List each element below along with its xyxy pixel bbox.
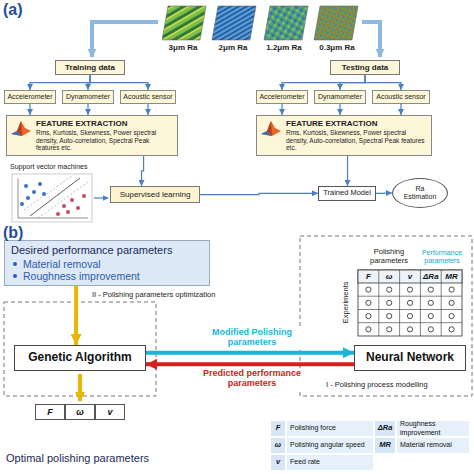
sample-label: 0.3μm Ra: [310, 43, 364, 52]
node-title: Dynamometer: [66, 93, 110, 101]
connector-arrow: [147, 104, 148, 115]
connector-arrow: [200, 193, 318, 194]
node-title: Desired performance parameters: [11, 244, 172, 257]
node-text: Roughness improvement: [23, 270, 140, 282]
sample-label: 2μm Ra: [210, 43, 256, 52]
algorithm-box: Genetic Algorithm: [14, 345, 146, 371]
connector-arrow: [400, 104, 401, 115]
software-icon: [10, 119, 32, 137]
sensor-box: Acoustic sensor: [120, 90, 176, 104]
goal-box: Desired performance parametersMaterial r…: [4, 240, 210, 286]
sensor-box: Accelerometer: [256, 90, 308, 104]
arrow-label: Predicted performance parameters: [190, 369, 314, 389]
node-title: Accelerometer: [7, 93, 52, 101]
connector-arrow: [74, 286, 78, 345]
figure-label: Support vector machines: [10, 163, 130, 171]
connector-arrow: [87, 104, 88, 115]
process-box: Supervised learning: [110, 186, 200, 203]
connector-arrow: [282, 75, 365, 90]
sensor-box: Dynamometer: [62, 90, 114, 104]
table-cell: ΔRa: [374, 420, 396, 437]
sensor-box: Dynamometer: [314, 90, 366, 104]
table-cell: F: [358, 270, 379, 283]
table-cell: v: [270, 454, 286, 471]
model-box: Trained Model: [318, 186, 376, 201]
sensor-box: Accelerometer: [4, 90, 56, 104]
connector-arrow: [142, 156, 144, 186]
table-cell: Polishing angular speed: [286, 437, 374, 454]
table-cell: ω: [65, 404, 95, 420]
table-cell: v: [95, 404, 125, 420]
bullet-dot: [13, 262, 17, 266]
bullet-row: Roughness improvement: [11, 270, 140, 282]
node-title: Acoustic sensor: [123, 93, 172, 101]
panel-tag: (b): [3, 224, 37, 242]
output-oval: Ra Estimation: [392, 178, 448, 208]
table-cell: ΔRa: [420, 270, 441, 283]
panel-tag: (a): [3, 1, 37, 19]
node-title: Training data: [65, 63, 115, 72]
table-cell: Material removal: [396, 437, 470, 454]
connector-arrow: [340, 75, 365, 90]
node-text: Rms, Kurtosis, Skewness, Power spectral …: [36, 129, 174, 151]
data-box: Testing data: [330, 60, 400, 75]
connector-arrow: [339, 104, 340, 115]
connector-arrow: [281, 104, 282, 115]
table-cell: Polishing force: [286, 420, 374, 437]
connector-arrow: [146, 362, 354, 366]
node-title: Ra Estimation: [399, 185, 441, 201]
connector-arrow: [146, 351, 354, 355]
table-cell: ω: [270, 437, 286, 454]
feature-box: FEATURE EXTRACTIONRms, Kurtosis, Skewnes…: [6, 115, 178, 156]
node-text: Rms, Kurtosis, Skewness, Power spectral …: [286, 129, 428, 151]
sensor-box: Acoustic sensor: [372, 90, 430, 104]
sample-label: 1.2μm Ra: [258, 43, 310, 52]
row-heading: Experiments: [342, 272, 351, 332]
table-cell: MR: [441, 270, 462, 283]
stage-label: II - Polishing parameters optimization: [92, 291, 262, 300]
node-title: Trained Model: [323, 189, 371, 198]
node-title: Dynamometer: [318, 93, 362, 101]
node-title: FEATURE EXTRACTION: [36, 119, 174, 128]
stage-label: I - Polishing process modelling: [326, 381, 472, 390]
data-box: Training data: [55, 60, 125, 75]
text-column: FEATURE EXTRACTIONRms, Kurtosis, Skewnes…: [286, 119, 428, 152]
table-cell: Roughness improvement: [396, 420, 470, 437]
connector-arrow: [30, 75, 90, 90]
bullet-row: Material removal: [11, 258, 101, 270]
connector-arrow: [90, 75, 148, 90]
node-title: Supervised learning: [120, 190, 191, 199]
node-text: Material removal: [23, 258, 101, 270]
algorithm-box: Neural Network: [354, 345, 466, 371]
table-heading: Performance parameters: [416, 246, 468, 268]
arrow-label: Modified Polishing parameters: [190, 328, 314, 348]
software-icon: [260, 119, 282, 137]
table-cell: F: [35, 404, 65, 420]
table-cell: MR: [374, 437, 396, 454]
table-cell: F: [270, 420, 286, 437]
table-cell: Feed rate: [286, 454, 374, 471]
feature-box: FEATURE EXTRACTIONRms, Kurtosis, Skewnes…: [256, 115, 432, 156]
sample-label: 3μm Ra: [160, 43, 206, 52]
connector-arrow: [29, 104, 30, 115]
table-cell: ω: [379, 270, 400, 283]
table-cell: v: [400, 270, 421, 283]
bullet-dot: [13, 274, 17, 278]
table-heading: Polishing parameters: [358, 246, 420, 268]
connector-arrow: [376, 192, 392, 194]
node-title: Acoustic sensor: [376, 93, 425, 101]
node-title: Neural Network: [366, 351, 454, 365]
node-title: Testing data: [342, 63, 389, 72]
connector-arrow: [347, 156, 348, 186]
connector-arrow: [365, 75, 401, 90]
text-column: FEATURE EXTRACTIONRms, Kurtosis, Skewnes…: [36, 119, 174, 152]
node-title: Genetic Algorithm: [28, 351, 132, 365]
node-title: Accelerometer: [259, 93, 304, 101]
result-label: Optimal polishing parameters: [6, 452, 226, 465]
node-title: FEATURE EXTRACTION: [286, 119, 428, 128]
